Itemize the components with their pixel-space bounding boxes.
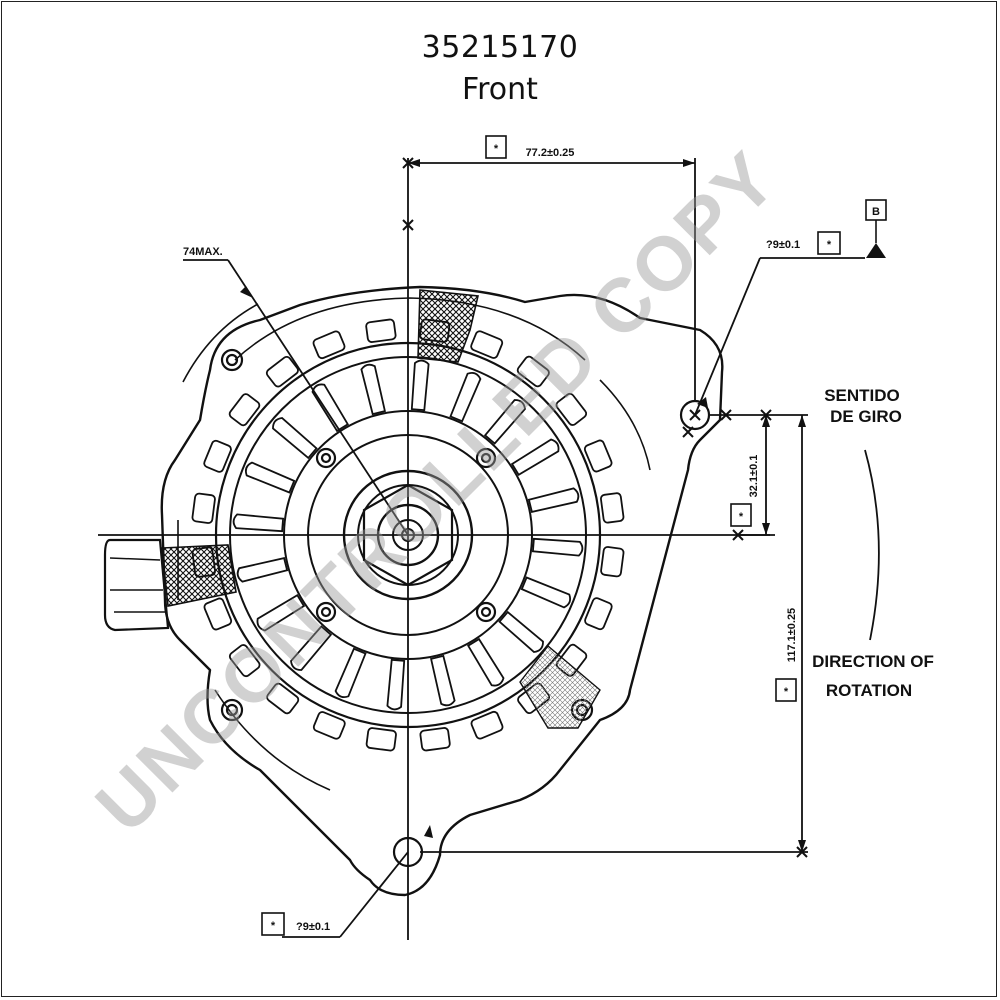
cooling-slot — [266, 682, 300, 715]
top-width-dimension: 77.2±0.25 — [526, 147, 575, 159]
hub-bolt-2 — [475, 447, 497, 469]
fan-blade — [360, 363, 386, 416]
fan-blade — [520, 576, 572, 609]
fan-blade — [483, 399, 526, 445]
fan-blade — [531, 537, 584, 557]
part-number-title: 35215170 — [421, 30, 579, 65]
rotation-label-es-2: DE GIRO — [830, 407, 902, 426]
fan-blade — [290, 625, 333, 671]
x-mark — [682, 426, 694, 438]
x-mark — [689, 409, 701, 421]
vertical-small-dimension: 32.1±0.1 — [748, 455, 760, 498]
datum-b-symbol: B — [865, 199, 887, 258]
fan-blade — [430, 654, 456, 707]
fan-blades — [232, 359, 584, 711]
cooling-slot — [555, 392, 588, 426]
bottom-hole-dimension: ?9±0.1 — [296, 921, 330, 933]
housing-inner — [177, 297, 651, 791]
hatched-region-top — [417, 289, 479, 363]
x-mark — [760, 409, 772, 421]
cooling-slot — [419, 727, 451, 752]
cooling-slot — [583, 439, 613, 473]
fan-blade — [410, 359, 430, 412]
fan-blade — [236, 557, 289, 583]
hub-bolt-4 — [475, 601, 497, 623]
fan-blade — [272, 417, 318, 460]
x-mark — [732, 529, 744, 541]
star-box-hole-bottom — [261, 912, 285, 936]
housing-arc — [182, 303, 259, 383]
view-title: Front — [462, 72, 538, 107]
fan-blade — [386, 658, 406, 711]
cooling-slot — [228, 644, 261, 678]
bottom-hole-leader — [339, 851, 409, 938]
fan-blade — [527, 487, 580, 513]
fan-blade — [256, 593, 306, 632]
x-mark — [402, 157, 414, 169]
cooling-slot — [203, 439, 232, 473]
star-symbol: * — [494, 143, 499, 155]
x-mark — [402, 219, 414, 231]
star-symbol: * — [271, 920, 276, 932]
fan-blade — [466, 637, 505, 687]
fan-blade — [449, 371, 482, 423]
hub-bolt-3 — [315, 601, 337, 623]
star-symbol: * — [739, 511, 744, 523]
cooling-slot — [516, 355, 550, 388]
cooling-slots — [191, 318, 625, 752]
cooling-slot — [600, 546, 625, 578]
star-box-hole-top — [817, 231, 841, 255]
rotation-label-es-1: SENTIDO — [824, 386, 900, 405]
star-box-small-vertical — [730, 503, 752, 527]
fan-blade — [232, 513, 285, 533]
housing-outline — [160, 285, 724, 897]
star-symbol: * — [827, 239, 832, 251]
cooling-slot — [600, 492, 625, 524]
mount-hole-top-left — [220, 348, 244, 372]
diameter-leader — [227, 259, 409, 536]
star-box-large-vertical — [775, 678, 797, 702]
rotation-label-en-2: ROTATION — [826, 681, 912, 700]
fan-blade — [498, 610, 544, 653]
top-hole-dimension: ?9±0.1 — [766, 239, 800, 251]
cooling-slot — [228, 393, 261, 427]
rotation-arc — [864, 449, 880, 641]
vertical-large-dimension: 117.1±0.25 — [786, 608, 798, 662]
fan-blade — [244, 461, 296, 494]
cooling-slot — [365, 727, 397, 752]
hatched-region-bottom-right — [519, 644, 601, 729]
cooling-slot — [265, 355, 299, 388]
rotation-label-en-1: DIRECTION OF — [812, 652, 934, 671]
cooling-slot — [584, 597, 613, 631]
x-mark — [796, 846, 808, 858]
uncontrolled-copy-watermark: UNCONTROLLED COPY — [80, 135, 794, 849]
x-mark — [720, 409, 732, 421]
cooling-slot — [312, 330, 346, 360]
cooling-slot — [203, 597, 233, 631]
electrical-connector — [103, 538, 170, 632]
fan-blade — [311, 383, 350, 433]
hatched-region-left — [161, 544, 237, 607]
mount-hole-bottom-left — [220, 698, 244, 722]
fan-blade — [334, 647, 367, 699]
fan-blade — [510, 438, 560, 477]
top-right-hole-leader — [694, 257, 761, 416]
reference-marks — [402, 157, 808, 858]
cooling-slot — [470, 710, 504, 740]
cooling-slot — [365, 318, 397, 343]
hub-bolt-1 — [315, 447, 337, 469]
cooling-slot — [191, 492, 216, 524]
cooling-slot — [312, 711, 346, 740]
cooling-slot — [470, 330, 504, 359]
datum-label: B — [872, 206, 880, 218]
star-symbol: * — [784, 686, 789, 698]
star-box-top — [485, 135, 507, 159]
diameter-dimension: 74MAX. — [183, 246, 223, 258]
mount-hole-top-right — [679, 399, 711, 431]
